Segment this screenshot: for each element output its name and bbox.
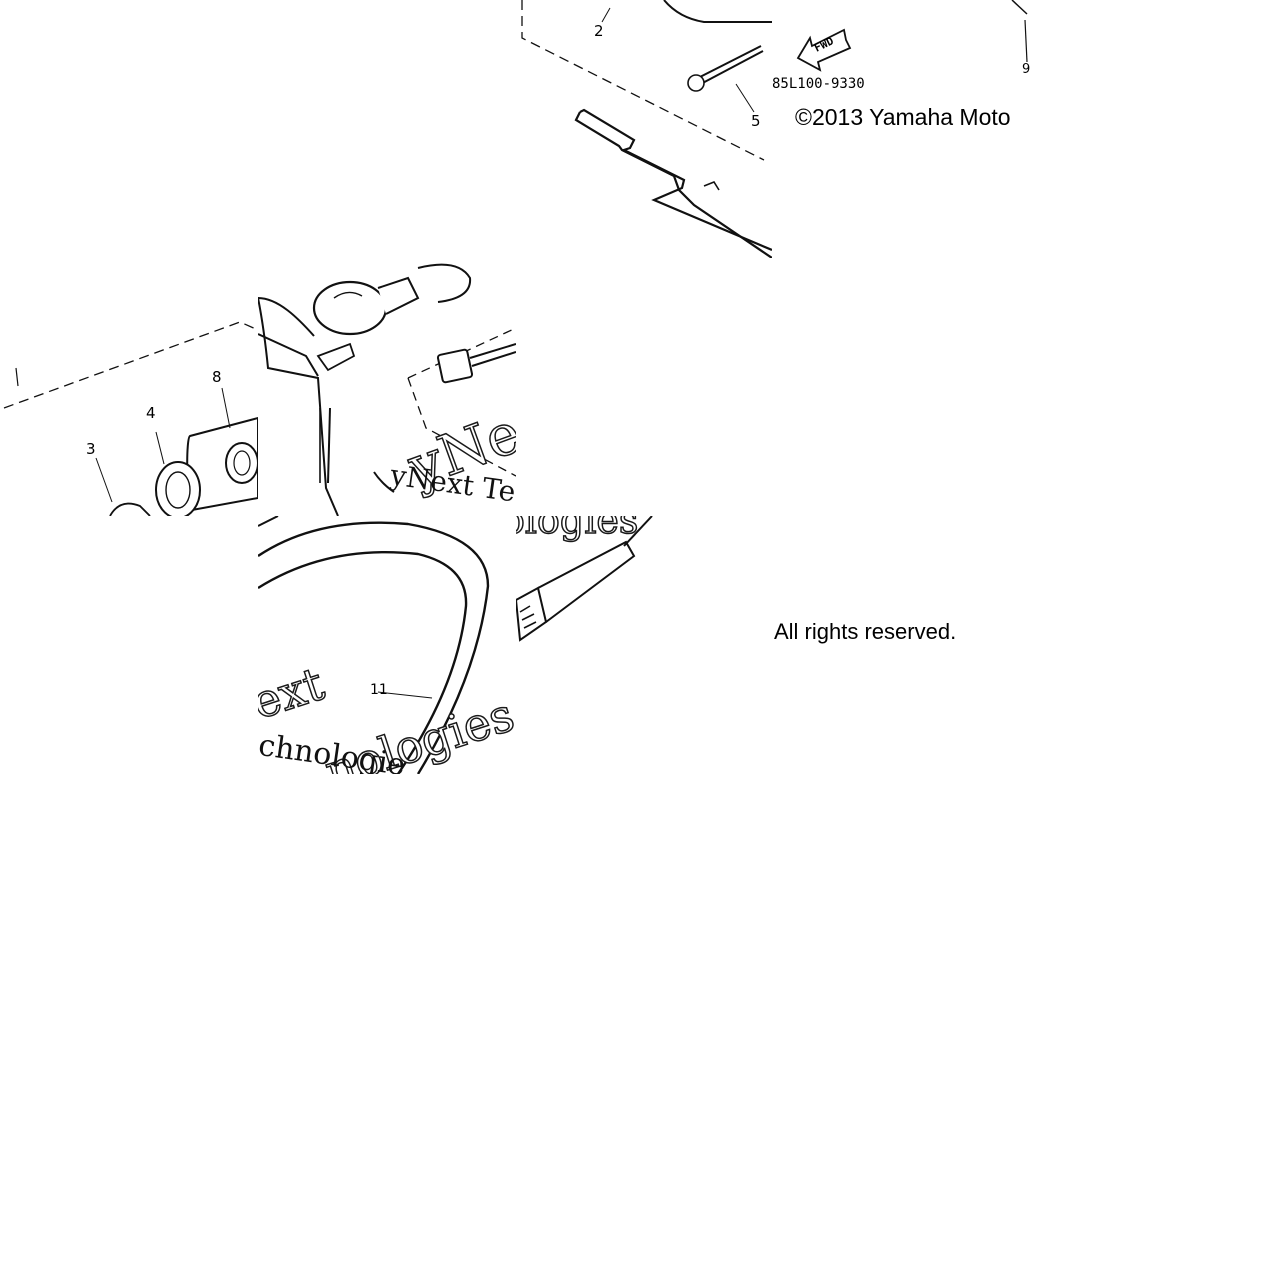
callout-5: 5	[751, 112, 761, 130]
diagram-tile-bulb: yNe yNext Tec	[258, 258, 516, 516]
diagram-tile-headlight: 8 4 3	[0, 258, 258, 516]
part-code: 85L100-9330	[772, 76, 865, 92]
diagram-tile-top-right: FWD 85L100-9330 9 ©2013 Yamaha Moto	[772, 0, 1030, 140]
callout-2: 2	[594, 22, 604, 40]
wire-end-drawing	[516, 516, 653, 642]
callout-4: 4	[146, 404, 156, 422]
callout-8: 8	[212, 368, 222, 386]
diagram-tile-top: 2 5	[514, 0, 772, 258]
bulb-drawing	[258, 263, 516, 516]
rights-notice: All rights reserved.	[774, 619, 957, 644]
callout-3: 3	[86, 440, 96, 458]
watermark-text: ologies	[516, 516, 639, 543]
bracket-drawing	[521, 0, 772, 258]
copyright-notice: ©2013 Yamaha Moto	[795, 104, 1011, 130]
diagram-tile-harness: 11 ext nologies chnologie	[258, 516, 516, 774]
harness-drawing	[258, 516, 490, 774]
headlight-drawing	[3, 321, 258, 516]
callout-11: 11	[370, 682, 388, 698]
diagram-tile-wire-end: ologies	[516, 516, 672, 652]
fwd-arrow-drawing	[796, 0, 1028, 72]
callout-9: 9	[1022, 62, 1030, 77]
